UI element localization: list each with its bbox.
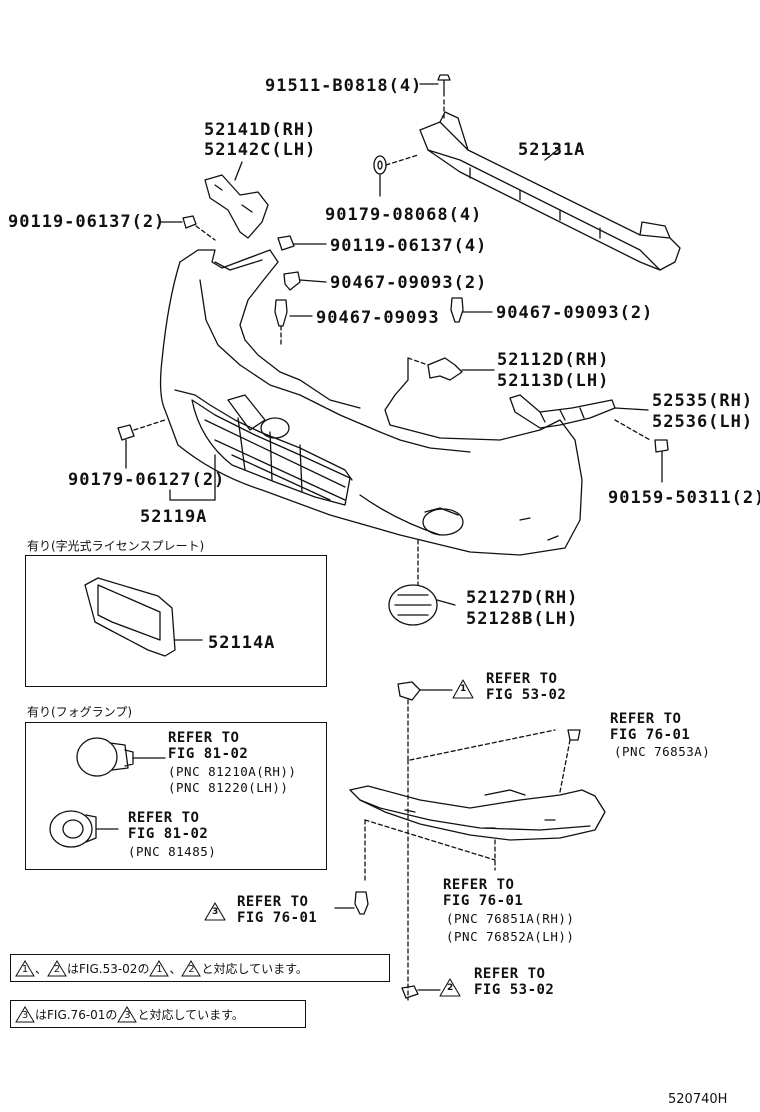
- part-label-52114a: 52114A: [208, 633, 276, 653]
- fog-box-heading: 有り(フォグランプ): [27, 705, 133, 719]
- note-1: 1 、 2 はFIG.53-02の 1 、 2 と対応しています。: [10, 954, 390, 982]
- note-text: はFIG.53-02の: [67, 961, 150, 976]
- bolt-91511-icon: [419, 74, 451, 121]
- screw-90119-b-icon: [277, 235, 327, 251]
- bolt-refer-53-02-icon: [401, 985, 441, 999]
- refer-to-label: REFER TO: [474, 966, 546, 982]
- refer-fig-53-02-b: FIG 53-02: [474, 982, 555, 998]
- marker-triangle-icon: 1: [149, 959, 170, 977]
- refer-fig-81-02-b: FIG 81-02: [128, 826, 209, 842]
- pnc-81485: (PNC 81485): [128, 844, 217, 859]
- refer-fig-76-01-c: FIG 76-01: [237, 910, 318, 926]
- note-2: 3 はFIG.76-01の 3 と対応しています。: [10, 1000, 306, 1028]
- part-label-52536: 52536(LH): [652, 412, 754, 432]
- note-separator: 、: [169, 961, 182, 976]
- note-text: はFIG.76-01の: [35, 1007, 118, 1022]
- screw-refer-76-01-icon: [334, 891, 369, 915]
- refer-to-label: REFER TO: [168, 730, 240, 746]
- part-label-52142c: 52142C(LH): [204, 140, 317, 160]
- part-label-91511: 91511-B0818(4): [265, 76, 423, 96]
- part-label-52119a: 52119A: [140, 507, 208, 527]
- clip-90467-a-icon: [283, 271, 327, 291]
- note-text: と対応しています。: [201, 961, 308, 976]
- refer-fig-53-02-a: FIG 53-02: [486, 687, 567, 703]
- pnc-81220: (PNC 81220(LH)): [168, 780, 289, 795]
- screw-90119-a-icon: [159, 215, 216, 241]
- retainer-52535: [509, 394, 651, 441]
- refer-to-label: REFER TO: [237, 894, 309, 910]
- fog-bezel-81485: [49, 810, 119, 848]
- part-label-90159: 90159-50311(2): [608, 488, 760, 508]
- bumper-cover-52119a: [159, 249, 583, 556]
- bumper-reinforcement-52131a: [419, 111, 681, 271]
- license-plate-base-52114a: [84, 577, 203, 657]
- marker-triangle-icon: 2: [47, 959, 67, 977]
- license-box-heading: 有り(字光式ライセンスプレート): [27, 539, 205, 553]
- part-label-52127d: 52127D(RH): [466, 588, 579, 608]
- part-label-90467a: 90467-09093(2): [330, 273, 488, 293]
- marker-number: 2: [447, 983, 454, 993]
- clip-90179-06127-icon: [117, 419, 166, 469]
- part-label-52113d: 52113D(LH): [497, 371, 610, 391]
- nut-refer-53-02-icon: [397, 681, 453, 761]
- bumper-bracket-52141d: [204, 161, 269, 239]
- marker-triangle-icon: 3: [15, 1005, 35, 1023]
- part-label-52141d: 52141D(RH): [204, 120, 317, 140]
- marker-triangle-icon: [204, 679, 474, 997]
- lower-spoiler-76851a: [349, 729, 606, 1001]
- clip-90467-c-icon: [450, 297, 493, 323]
- pnc-76851a: (PNC 76851A(RH)): [446, 911, 575, 926]
- screw-90159-icon: [654, 439, 669, 483]
- marker-number: 3: [212, 907, 219, 917]
- note-text: と対応しています。: [137, 1007, 244, 1022]
- part-label-90119a: 90119-06137(2): [8, 212, 166, 232]
- clip-90179-08068-icon: [373, 154, 419, 197]
- part-label-52128b: 52128B(LH): [466, 609, 579, 629]
- refer-fig-76-01-a: FIG 76-01: [610, 727, 691, 743]
- part-label-90179a: 90179-08068(4): [325, 205, 483, 225]
- pnc-81210a: (PNC 81210A(RH)): [168, 764, 297, 779]
- marker-number: 1: [460, 684, 467, 694]
- marker-triangle-icon: 3: [117, 1005, 138, 1023]
- refer-fig-81-02-a: FIG 81-02: [168, 746, 249, 762]
- fog-lamp-81210a: [76, 737, 166, 777]
- diagram-id: 520740H: [668, 1092, 728, 1107]
- retainer-52112d: [407, 357, 495, 381]
- fog-lamp-box: [25, 722, 327, 870]
- refer-to-label: REFER TO: [486, 671, 558, 687]
- refer-to-label: REFER TO: [128, 810, 200, 826]
- part-label-52535: 52535(RH): [652, 391, 754, 411]
- marker-triangle-icon: 2: [181, 959, 202, 977]
- refer-to-label: REFER TO: [610, 711, 682, 727]
- license-plate-box: [25, 555, 327, 687]
- part-label-52112d: 52112D(RH): [497, 350, 610, 370]
- marker-triangle-icon: 1: [15, 959, 35, 977]
- part-label-90179b: 90179-06127(2): [68, 470, 226, 490]
- refer-to-label: REFER TO: [443, 877, 515, 893]
- refer-fig-76-01-b: FIG 76-01: [443, 893, 524, 909]
- part-label-52131a: 52131A: [518, 140, 586, 160]
- part-label-90467b: 90467-09093: [316, 308, 440, 328]
- clip-76853a-icon: [559, 729, 581, 793]
- clip-90467-b-icon: [274, 299, 313, 346]
- part-label-90467c: 90467-09093(2): [496, 303, 654, 323]
- pnc-76852a: (PNC 76852A(LH)): [446, 929, 575, 944]
- part-label-90119b: 90119-06137(4): [330, 236, 488, 256]
- fog-cover-52127d: [388, 584, 456, 626]
- note-separator: 、: [35, 961, 48, 976]
- pnc-76853a: (PNC 76853A): [614, 744, 711, 759]
